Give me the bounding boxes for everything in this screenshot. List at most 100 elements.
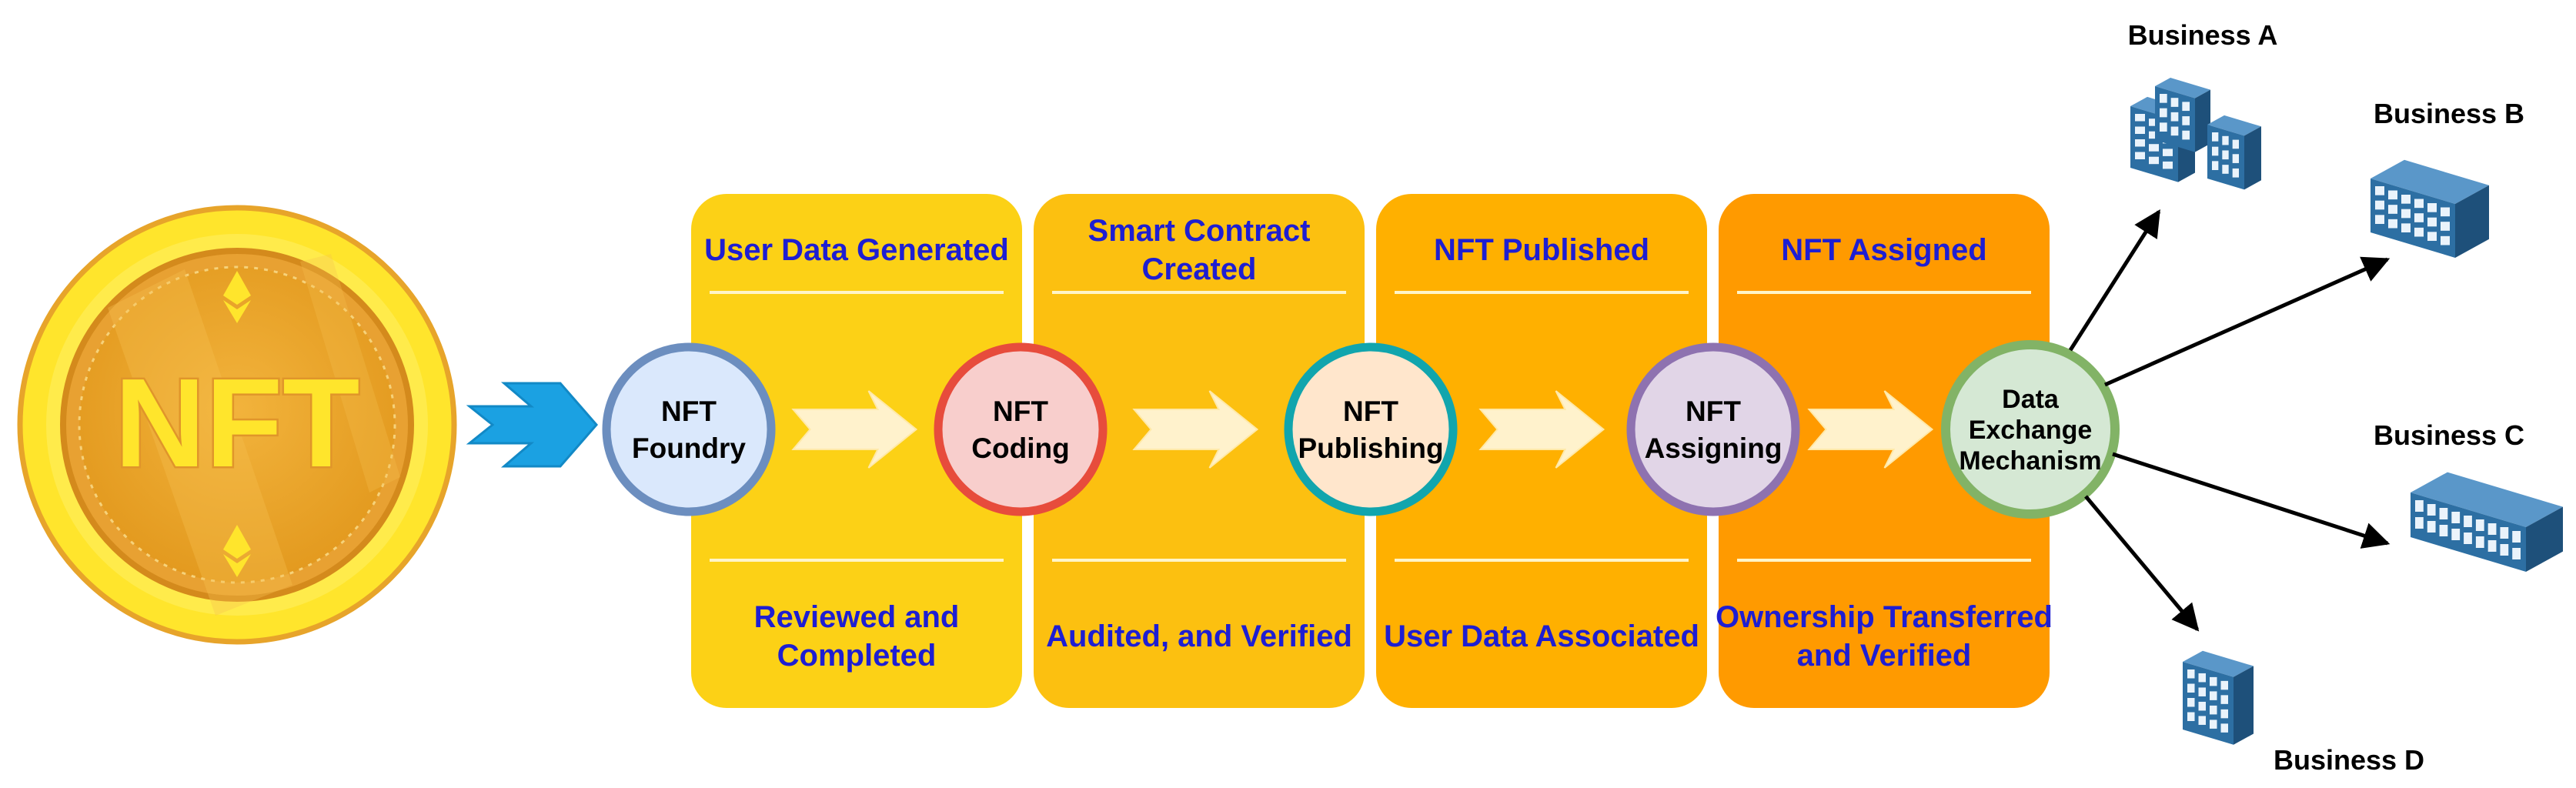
stage-node-label-line: Coding — [971, 432, 1069, 464]
stage-node-circle — [934, 342, 1108, 516]
business-a-building-icon-2 — [2155, 78, 2210, 152]
window — [2427, 232, 2437, 241]
window — [2149, 156, 2159, 165]
window — [2388, 205, 2397, 214]
window — [2187, 712, 2195, 721]
nft-coin: NFT — [17, 205, 457, 645]
stage-panel-bg — [1719, 194, 2050, 708]
window — [2512, 548, 2521, 559]
window — [2212, 132, 2219, 142]
stage-top-label-line: NFT Published — [1434, 233, 1649, 267]
window — [2414, 227, 2424, 237]
stage-node-circle — [602, 342, 776, 516]
stage-node-label-line: NFT — [1686, 396, 1741, 427]
window — [2163, 161, 2173, 169]
stage-node-4: NFT Assigning — [1626, 342, 1800, 516]
stage-top-label-line: User Data Generated — [704, 233, 1009, 267]
window — [2439, 525, 2448, 536]
window — [2135, 114, 2145, 122]
window — [2160, 122, 2167, 132]
window — [2427, 521, 2436, 533]
window — [2198, 687, 2206, 696]
window — [2222, 135, 2229, 145]
window — [2220, 709, 2228, 719]
window — [2149, 119, 2159, 126]
stage-bottom-label-line: Reviewed and — [754, 600, 960, 634]
window — [2451, 529, 2461, 540]
window — [2170, 112, 2179, 122]
window — [2464, 516, 2472, 527]
window — [2222, 150, 2229, 160]
data-exchange-label-line: Exchange — [1969, 416, 2093, 445]
stage-node-label-line: NFT — [993, 396, 1048, 427]
coin-label: NFT — [115, 352, 360, 493]
window — [2401, 223, 2411, 232]
window — [2182, 102, 2190, 112]
window — [2135, 152, 2145, 159]
stage-node-label: NFT Coding — [971, 396, 1069, 464]
window — [2212, 161, 2219, 170]
business-a-building-icon-3 — [2207, 115, 2261, 190]
stage-bottom-label: Audited, and Verified — [1046, 619, 1352, 653]
window — [2441, 222, 2450, 231]
window — [2414, 213, 2424, 222]
window — [2170, 126, 2179, 136]
stage-top-label-line: Created — [1142, 252, 1257, 286]
stage-node-label-line: Assigning — [1645, 432, 1782, 464]
window — [2415, 500, 2424, 512]
window — [2451, 512, 2461, 523]
window — [2464, 533, 2472, 544]
window — [2401, 195, 2411, 204]
window — [2149, 131, 2159, 139]
business-connectors — [2068, 209, 2391, 632]
window — [2210, 705, 2217, 715]
stage-top-label-line: Smart Contract — [1088, 214, 1311, 248]
business-d-building-icon — [2183, 650, 2254, 745]
window — [2427, 504, 2436, 516]
stage-top-label: NFT Published — [1434, 233, 1649, 267]
window — [2170, 98, 2179, 107]
window — [2388, 190, 2397, 200]
stage-top-label: NFT Assigned — [1781, 233, 1986, 267]
stage-bottom-label-line: Audited, and Verified — [1046, 619, 1352, 653]
window — [2414, 199, 2424, 209]
window — [2210, 720, 2217, 729]
stage-panel-bg — [691, 194, 1022, 708]
window — [2187, 698, 2195, 707]
window — [2198, 716, 2206, 725]
business-c-building-icon — [2411, 472, 2563, 572]
window — [2149, 144, 2159, 152]
window — [2220, 695, 2228, 704]
business-d-label: Business D — [2274, 744, 2424, 776]
flow-chevron-4 — [1807, 390, 1934, 469]
stage-node-label-line: NFT — [1343, 396, 1398, 427]
window — [2187, 669, 2195, 679]
ethereum-icon-top — [223, 271, 251, 323]
data-exchange-label-line: Data — [2002, 385, 2060, 414]
window — [2222, 165, 2229, 174]
window — [2388, 219, 2397, 229]
window — [2160, 108, 2167, 118]
arrow-to-business-d — [2084, 495, 2200, 632]
ethereum-icon-bottom — [223, 525, 251, 577]
window — [2212, 146, 2219, 156]
window — [2210, 676, 2217, 686]
stage-bottom-label-line: and Verified — [1797, 639, 1972, 673]
flow-chevron-3 — [1478, 390, 1605, 469]
stage-top-label-line: NFT Assigned — [1781, 233, 1986, 267]
stage-bottom-label-line: Completed — [777, 639, 937, 673]
stage-panel-bg — [1376, 194, 1707, 708]
stage-node-label-line: Foundry — [632, 432, 746, 464]
window — [2475, 519, 2484, 531]
